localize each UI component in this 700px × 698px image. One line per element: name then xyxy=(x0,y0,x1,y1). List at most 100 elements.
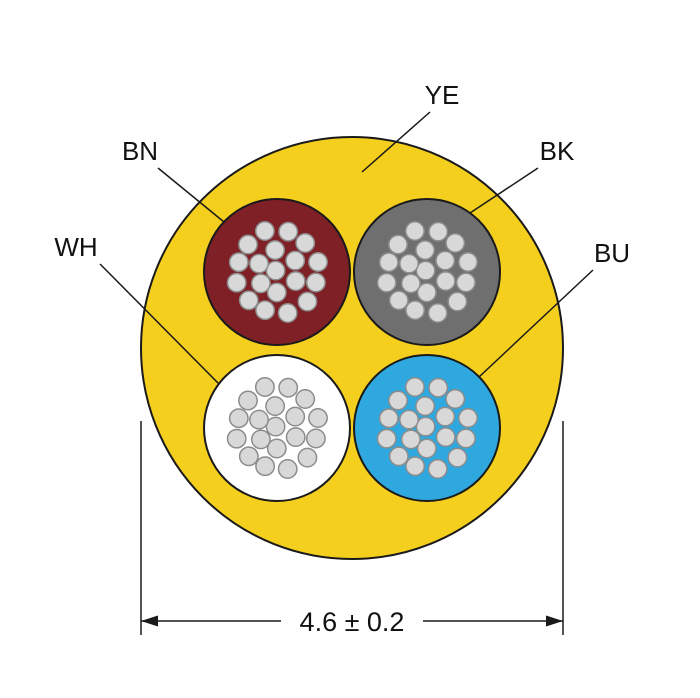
wire-strand xyxy=(399,253,419,274)
conductors-group xyxy=(203,198,501,502)
wire-strand xyxy=(445,389,466,409)
wire-strand xyxy=(226,272,247,293)
wire-strand xyxy=(428,377,449,398)
wire-strand xyxy=(285,427,306,448)
wire-strand xyxy=(226,428,247,449)
wire-strand xyxy=(238,446,259,467)
wire-strand xyxy=(305,428,326,449)
wire-strand xyxy=(305,272,326,293)
wire-strand xyxy=(308,252,328,272)
dimension-arrow-right xyxy=(546,615,563,627)
wire-strand xyxy=(388,446,409,467)
wire-strand xyxy=(435,250,456,271)
leader-line-wh xyxy=(99,263,220,385)
wire-strand xyxy=(277,459,298,479)
wire-strand xyxy=(228,408,249,429)
wire-strand xyxy=(238,234,258,255)
wire-strand xyxy=(297,291,318,312)
cable-jacket xyxy=(140,136,564,560)
conductor-bk xyxy=(353,198,501,346)
wire-strand xyxy=(308,408,328,428)
wire-strand xyxy=(435,406,456,427)
wire-strand xyxy=(378,252,399,273)
wire-strand xyxy=(388,234,408,255)
wire-strand xyxy=(376,272,397,293)
wire-strand xyxy=(415,416,436,437)
wire-strand xyxy=(265,260,286,281)
wire-strand xyxy=(428,221,449,242)
wire-strand xyxy=(254,221,275,241)
wire-strand xyxy=(405,456,426,477)
dimension-text: 4.6 ± 0.2 xyxy=(300,607,405,637)
wire-strand xyxy=(249,253,269,274)
wire-strand xyxy=(416,282,437,303)
wire-strand xyxy=(285,250,306,271)
conductor-bu xyxy=(353,354,501,502)
wire-strand xyxy=(250,273,271,294)
wire-strand xyxy=(249,409,269,430)
wire-strand xyxy=(265,416,286,437)
dimension-arrow-left xyxy=(141,615,158,627)
conductor-bn xyxy=(203,198,351,346)
wire-strand xyxy=(378,408,399,429)
label-bn: BN xyxy=(122,136,158,166)
dimension-text-backing xyxy=(281,602,423,638)
wire-strand xyxy=(427,459,448,479)
dimension-group: 4.6 ± 0.2 xyxy=(140,421,564,638)
wire-strand xyxy=(400,429,421,450)
wire-strand xyxy=(266,282,287,303)
wire-strand xyxy=(238,290,259,311)
wire-strand xyxy=(455,428,476,449)
wire-strand xyxy=(415,240,436,261)
label-ye: YE xyxy=(425,80,460,110)
leader-line-ye xyxy=(361,111,431,173)
wire-strand xyxy=(399,409,419,430)
leader-line-bu xyxy=(478,269,594,378)
wire-strand xyxy=(415,260,436,281)
wire-strand xyxy=(458,252,478,272)
leader-line-bk xyxy=(469,167,539,214)
leader-lines xyxy=(99,111,594,385)
wire-strand xyxy=(415,396,436,417)
wire-strand xyxy=(297,447,318,468)
wire-strand xyxy=(295,389,316,409)
wire-strand xyxy=(278,377,299,398)
wire-strand xyxy=(447,291,468,312)
leader-line-bn xyxy=(157,167,225,223)
wire-strand xyxy=(266,438,287,459)
wire-strand xyxy=(285,271,306,292)
conductor-wh xyxy=(203,354,351,502)
wire-strand xyxy=(404,221,425,241)
wire-strand xyxy=(388,290,409,311)
wire-strand xyxy=(255,456,276,477)
wire-strand xyxy=(447,447,468,468)
label-bk: BK xyxy=(540,136,575,166)
wire-strand xyxy=(416,438,437,459)
wire-strand xyxy=(458,408,478,428)
wire-strand xyxy=(228,252,249,273)
wire-strand xyxy=(455,272,476,293)
wire-strand xyxy=(405,300,426,321)
wire-strand xyxy=(265,240,286,261)
label-wh: WH xyxy=(54,232,97,262)
wire-strand xyxy=(265,396,286,417)
wire-strand xyxy=(295,233,316,253)
wire-strand xyxy=(277,303,298,323)
labels-group: YE BN BK WH BU xyxy=(54,80,630,268)
label-bu: BU xyxy=(594,238,630,268)
wire-strand xyxy=(435,427,456,448)
wire-strand xyxy=(238,390,258,411)
wire-strand xyxy=(376,428,397,449)
wire-strand xyxy=(435,271,456,292)
wire-strand xyxy=(404,377,425,397)
wire-strand xyxy=(445,233,466,253)
wire-strand xyxy=(388,390,408,411)
wire-strand xyxy=(427,303,448,323)
wire-strand xyxy=(254,377,275,397)
wire-strand xyxy=(255,300,276,321)
wire-strand xyxy=(250,429,271,450)
wire-strand xyxy=(278,221,299,242)
wire-strand xyxy=(285,406,306,427)
